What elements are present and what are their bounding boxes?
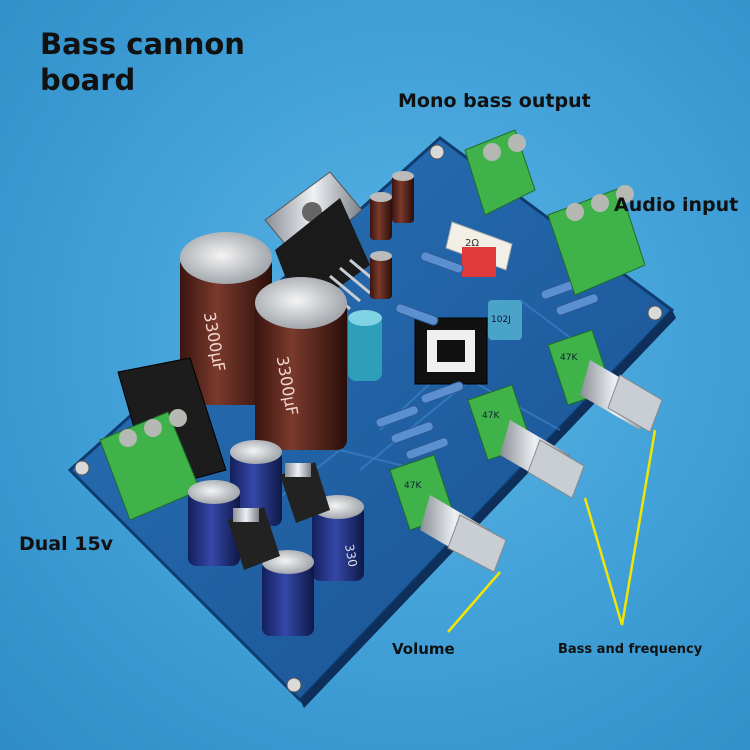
mount-hole: [286, 677, 302, 693]
large-capacitor-left: 3300µF: [180, 232, 272, 405]
label-dual-15v: Dual 15v: [19, 533, 114, 555]
label-bass-and-frequency: Bass and frequency: [558, 642, 703, 657]
potentiometer-bass: 47K: [547, 329, 663, 433]
small-cap-label: 330: [342, 543, 360, 568]
small-capacitors-bottom: 330: [188, 440, 364, 636]
large-capacitor-right: 3300µF: [255, 277, 347, 450]
power-resistor: 2Ω: [445, 221, 513, 277]
page-title: Bass cannon board: [40, 27, 245, 97]
terminal-mono-out: [464, 129, 536, 216]
callout-volume: [447, 571, 501, 633]
film-capacitor-102j: 102J: [488, 300, 522, 340]
callout-bass: [620, 429, 657, 626]
pcb-edge: [300, 310, 676, 708]
mount-hole: [74, 460, 90, 476]
resistor-label: 2Ω: [465, 238, 479, 249]
film-capacitor-teal: [348, 310, 382, 381]
pot-label: 47K: [560, 353, 578, 363]
mount-hole: [429, 144, 445, 160]
pot-label: 47K: [482, 411, 500, 421]
potentiometer-volume: 47K: [389, 454, 507, 573]
opamp-socket: [414, 317, 488, 385]
label-mono-bass-output: Mono bass output: [398, 90, 591, 112]
film-cap-label: 102J: [491, 315, 511, 325]
potentiometer-frequency: 47K: [467, 384, 585, 499]
callout-frequency: [583, 497, 624, 626]
terminal-audio-in: [547, 185, 646, 296]
pot-label: 47K: [404, 481, 422, 491]
resistor-array: [375, 251, 599, 460]
voltage-regulators: [228, 462, 330, 570]
label-volume: Volume: [392, 640, 455, 658]
callout-lines: [447, 429, 657, 633]
terminal-power: [99, 409, 201, 521]
small-capacitors-top: [370, 171, 414, 299]
mount-hole: [647, 305, 663, 321]
label-audio-input: Audio input: [614, 194, 739, 216]
